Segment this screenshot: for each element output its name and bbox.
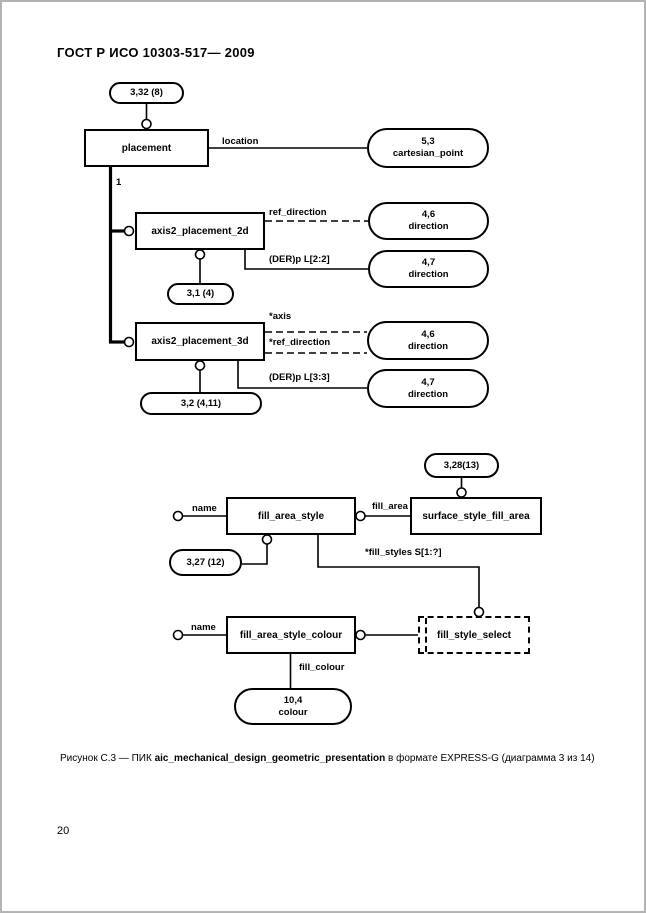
page-ref-oval-direction-3d-a: 4,6 direction bbox=[367, 321, 489, 360]
page-header: ГОСТ Р ИСО 10303-517— 2009 bbox=[57, 45, 255, 60]
page-ref-oval-direction-2d-b: 4,7 direction bbox=[368, 250, 489, 288]
entity-box-surface-style-fill-area: surface_style_fill_area bbox=[410, 497, 542, 535]
edge-label-fill-styles: *fill_styles S[1:?] bbox=[365, 547, 442, 558]
figure-caption-entity: aic_mechanical_design_geometric_presenta… bbox=[154, 753, 386, 764]
entity-box-fill-area-style: fill_area_style bbox=[226, 497, 356, 535]
edge-label-name-style: name bbox=[192, 503, 217, 514]
page-number: 20 bbox=[57, 825, 70, 837]
figure-caption-prefix: Рисунок С.3 — ПИК bbox=[60, 753, 155, 764]
page-ref-oval-3-2: 3,2 (4,11) bbox=[140, 392, 262, 415]
select-type-double-edge bbox=[425, 618, 427, 652]
entity-box-axis2-placement-3d: axis2_placement_3d bbox=[135, 322, 265, 361]
page-ref-oval-3-27: 3,27 (12) bbox=[169, 549, 242, 576]
edge-label-der-2d: (DER)p L[2:2] bbox=[269, 254, 330, 265]
page-ref-oval-direction-2d-a: 4,6 direction bbox=[368, 202, 489, 240]
edge-label-subtype-count: 1 bbox=[116, 177, 122, 188]
page-ref-oval-3-1: 3,1 (4) bbox=[167, 283, 234, 305]
page-ref-oval-colour: 10,4 colour bbox=[234, 688, 352, 725]
page-ref-oval-direction-3d-b: 4,7 direction bbox=[367, 369, 489, 408]
edge-label-ref-direction: ref_direction bbox=[269, 207, 327, 218]
edge-label-location: location bbox=[222, 136, 259, 147]
edge-label-axis: *axis bbox=[269, 311, 292, 322]
page-ref-oval-3-28: 3,28(13) bbox=[424, 453, 499, 478]
edge-label-ref-direction-3d: *ref_direction bbox=[269, 337, 331, 348]
page-ref-oval-3-32: 3,32 (8) bbox=[109, 82, 184, 104]
edge-label-name-colour: name bbox=[191, 622, 216, 633]
entity-box-placement: placement bbox=[84, 129, 209, 167]
entity-box-axis2-placement-2d: axis2_placement_2d bbox=[135, 212, 265, 250]
page-ref-oval-cartesian-point: 5,3 cartesian_point bbox=[367, 128, 489, 168]
edge-label-der-3d: (DER)p L[3:3] bbox=[269, 372, 330, 383]
select-type-label: fill_style_select bbox=[437, 629, 511, 641]
figure-caption-suffix: в формате EXPRESS-G (диаграмма 3 из 14) bbox=[385, 753, 595, 764]
select-type-box-fill-style-select: fill_style_select bbox=[418, 616, 530, 654]
figure-caption: Рисунок С.3 — ПИК aic_mechanical_design_… bbox=[60, 753, 595, 764]
entity-box-fill-area-style-colour: fill_area_style_colour bbox=[226, 616, 356, 654]
edge-label-fill-area: fill_area bbox=[372, 501, 408, 512]
edge-label-fill-colour: fill_colour bbox=[299, 662, 345, 673]
